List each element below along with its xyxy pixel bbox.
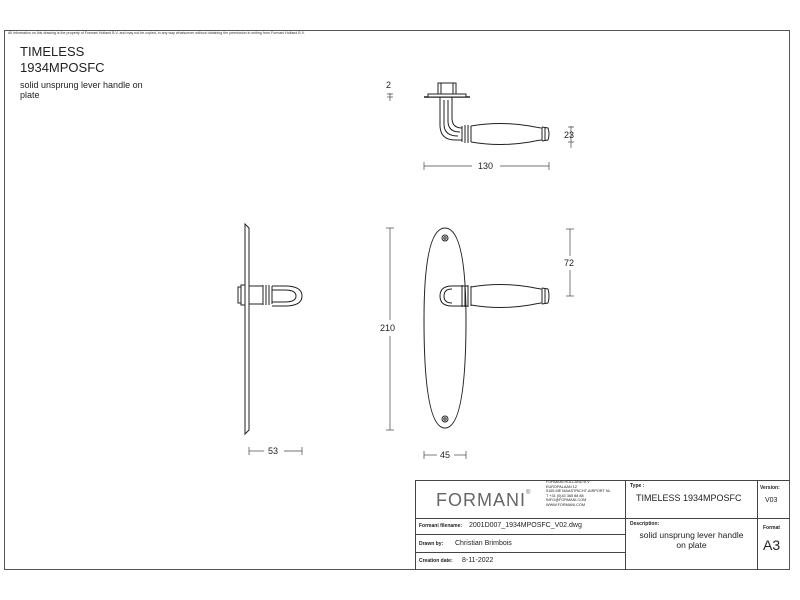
dim-grip-diameter: 23 (564, 130, 575, 140)
format-label: Format (763, 525, 780, 531)
drawn-by-label: Drawn by: (419, 541, 444, 547)
dim-lever-height: 72 (564, 258, 575, 268)
tb-divider (625, 518, 790, 519)
filename-label: Formani filename: (419, 523, 463, 529)
copyright-notice: All information on this drawing is the p… (8, 31, 305, 35)
dim-plate-height: 210 (380, 323, 396, 333)
product-code: 1934MPOSFC (20, 60, 105, 75)
creation-date-value: 8-11-2022 (462, 557, 494, 564)
title-block (415, 480, 790, 570)
company-address: FORMANI HOLLAND B.V EUROPALAAN 12 5165 M… (546, 480, 611, 507)
dim-rose-thickness: 2 (386, 80, 392, 90)
tb-divider (415, 534, 625, 535)
tb-divider (625, 480, 626, 570)
side-view (237, 222, 303, 436)
formani-logo: FORMANI® (436, 490, 532, 510)
type-label: Type : (630, 483, 645, 489)
version-value: V03 (765, 497, 778, 504)
creation-date-label: Creation date: (419, 558, 453, 564)
product-subtitle: solid unsprung lever handle on plate (20, 80, 143, 100)
drawn-by-value: Christian Brimbois (455, 540, 512, 547)
type-value: TIMELESS 1934MPOSFC (636, 493, 742, 503)
description-label: Description: (630, 521, 660, 527)
drawing-frame (4, 30, 790, 570)
tb-divider (415, 518, 625, 519)
description-value: solid unsprung lever handle on plate (639, 530, 744, 550)
top-view (424, 82, 550, 145)
dim-lever-length: 130 (478, 161, 494, 171)
dim-projection: 53 (268, 446, 279, 456)
front-view (423, 227, 550, 429)
version-label: Version: (760, 485, 780, 491)
filename-value: 2001D007_1934MPOSFC_V02.dwg (469, 522, 582, 529)
tb-divider (415, 552, 625, 553)
format-value: A3 (763, 537, 781, 553)
tb-divider (757, 480, 758, 570)
dim-plate-width: 45 (440, 450, 451, 460)
product-title: TIMELESS (20, 44, 85, 59)
